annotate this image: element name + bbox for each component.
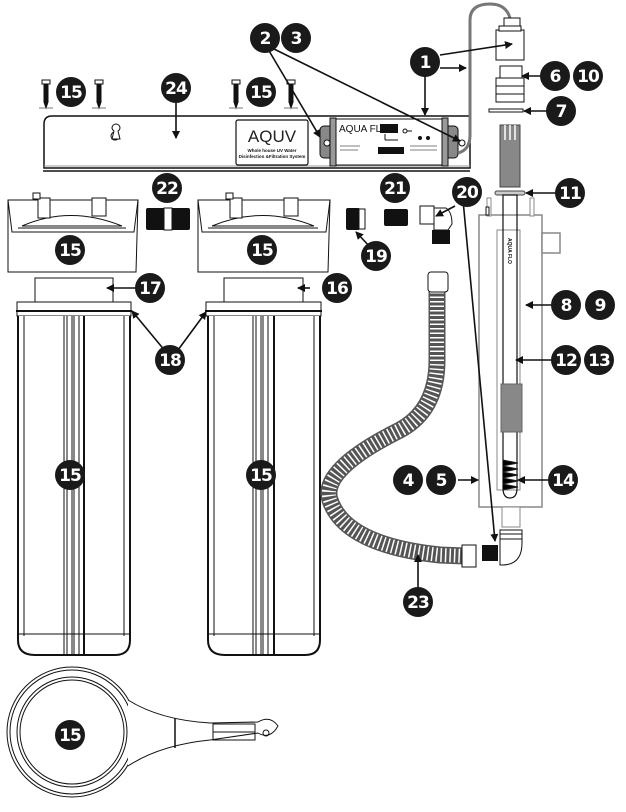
callout-badge-11: 11	[555, 178, 585, 208]
filter-cartridge-sediment	[34, 277, 114, 303]
svg-text:3: 3	[291, 29, 302, 49]
callout-badge-1: 1	[410, 47, 440, 77]
uv-chamber: AQUA FLO	[478, 124, 561, 528]
svg-text:17: 17	[139, 279, 161, 299]
callout-badge-24: 24	[161, 73, 191, 103]
callout-badge-13: 13	[584, 345, 614, 375]
lamp-connector-cap	[495, 17, 525, 61]
svg-text:2: 2	[260, 29, 271, 49]
svg-text:9: 9	[595, 296, 606, 316]
callout-badge-15: 15	[246, 460, 276, 490]
controller-brand: AQUA FLO	[339, 124, 389, 135]
aquv-tagline-1: Whole house UV Water	[247, 148, 296, 153]
svg-text:4: 4	[403, 471, 415, 491]
svg-text:1: 1	[420, 53, 431, 73]
svg-text:14: 14	[552, 471, 575, 491]
chamber-vertical-label: AQUA FLO	[506, 238, 512, 264]
callout-badge-18: 18	[155, 345, 185, 375]
svg-text:5: 5	[436, 471, 447, 491]
mounting-screw	[284, 79, 298, 110]
callout-badge-15: 15	[55, 720, 85, 750]
svg-text:15: 15	[251, 241, 273, 261]
svg-text:23: 23	[407, 593, 429, 613]
callout-badge-15: 15	[55, 235, 85, 265]
svg-text:15: 15	[250, 466, 272, 486]
close-nipple-connector	[146, 207, 190, 231]
svg-text:8: 8	[561, 296, 572, 316]
svg-text:7: 7	[556, 102, 567, 122]
svg-text:13: 13	[588, 351, 610, 371]
svg-text:19: 19	[365, 247, 387, 267]
svg-text:11: 11	[559, 184, 581, 204]
callout-badge-9: 9	[585, 290, 615, 320]
callout-badge-22: 22	[152, 173, 182, 203]
uv-controller-ballast: AQUA FLO	[319, 117, 466, 167]
aquv-brand: AQUV	[248, 127, 297, 146]
callout-badge-3: 3	[281, 23, 311, 53]
callout-badge-10: 10	[573, 61, 603, 91]
svg-text:15: 15	[250, 83, 272, 103]
outlet-elbow-fitting	[482, 529, 523, 566]
callout-badge-19: 19	[361, 241, 391, 271]
hex-nipple	[384, 209, 408, 226]
callout-badge-15: 15	[55, 460, 85, 490]
svg-text:16: 16	[326, 279, 348, 299]
lamp-power-cord	[457, 2, 512, 155]
ground-screw	[458, 139, 466, 147]
svg-text:20: 20	[456, 183, 479, 203]
callout-badge-15: 15	[247, 235, 277, 265]
svg-text:15: 15	[59, 241, 81, 261]
callout-badge-15: 15	[56, 77, 86, 107]
compression-nut	[495, 65, 525, 103]
svg-text:12: 12	[555, 351, 577, 371]
svg-text:18: 18	[159, 351, 181, 371]
svg-text:24: 24	[165, 79, 188, 99]
aquv-label-plate: AQUV Whole house UV Water Disinfection &…	[235, 119, 309, 166]
ground-screw	[323, 139, 331, 147]
inlet-elbow-fitting	[419, 205, 453, 244]
filter-cartridge-carbon	[223, 277, 304, 303]
lamp-spring	[502, 459, 519, 491]
leader-lines	[106, 41, 558, 592]
callout-badge-8: 8	[551, 290, 581, 320]
o-ring	[488, 108, 524, 113]
callout-badge-15: 15	[246, 77, 276, 107]
callout-badge-7: 7	[546, 96, 576, 126]
callout-badge-6: 6	[540, 61, 570, 91]
callout-badge-21: 21	[380, 173, 410, 203]
mounting-screw	[39, 79, 53, 110]
svg-text:6: 6	[550, 67, 561, 87]
callout-badge-2: 2	[250, 23, 280, 53]
aquv-tagline-2: Disinfection &Filtration System	[239, 154, 306, 159]
svg-text:22: 22	[156, 179, 178, 199]
mounting-screw	[92, 79, 106, 110]
callout-badge-4: 4	[393, 465, 423, 495]
callout-badge-5: 5	[426, 465, 456, 495]
callout-badge-17: 17	[135, 273, 165, 303]
svg-text:10: 10	[577, 67, 600, 87]
svg-text:15: 15	[59, 466, 81, 486]
callout-badge-14: 14	[548, 465, 578, 495]
callout-badge-23: 23	[403, 587, 433, 617]
reducer-bushing	[346, 208, 366, 230]
flexible-hose	[320, 271, 477, 568]
mounting-screw	[229, 79, 243, 110]
callout-badge-20: 20	[452, 177, 482, 207]
svg-text:15: 15	[60, 83, 82, 103]
callout-badge-16: 16	[322, 273, 352, 303]
svg-text:15: 15	[59, 726, 81, 746]
filter-housing-wrench	[6, 666, 279, 798]
svg-text:21: 21	[384, 179, 406, 199]
callout-badge-12: 12	[551, 345, 581, 375]
